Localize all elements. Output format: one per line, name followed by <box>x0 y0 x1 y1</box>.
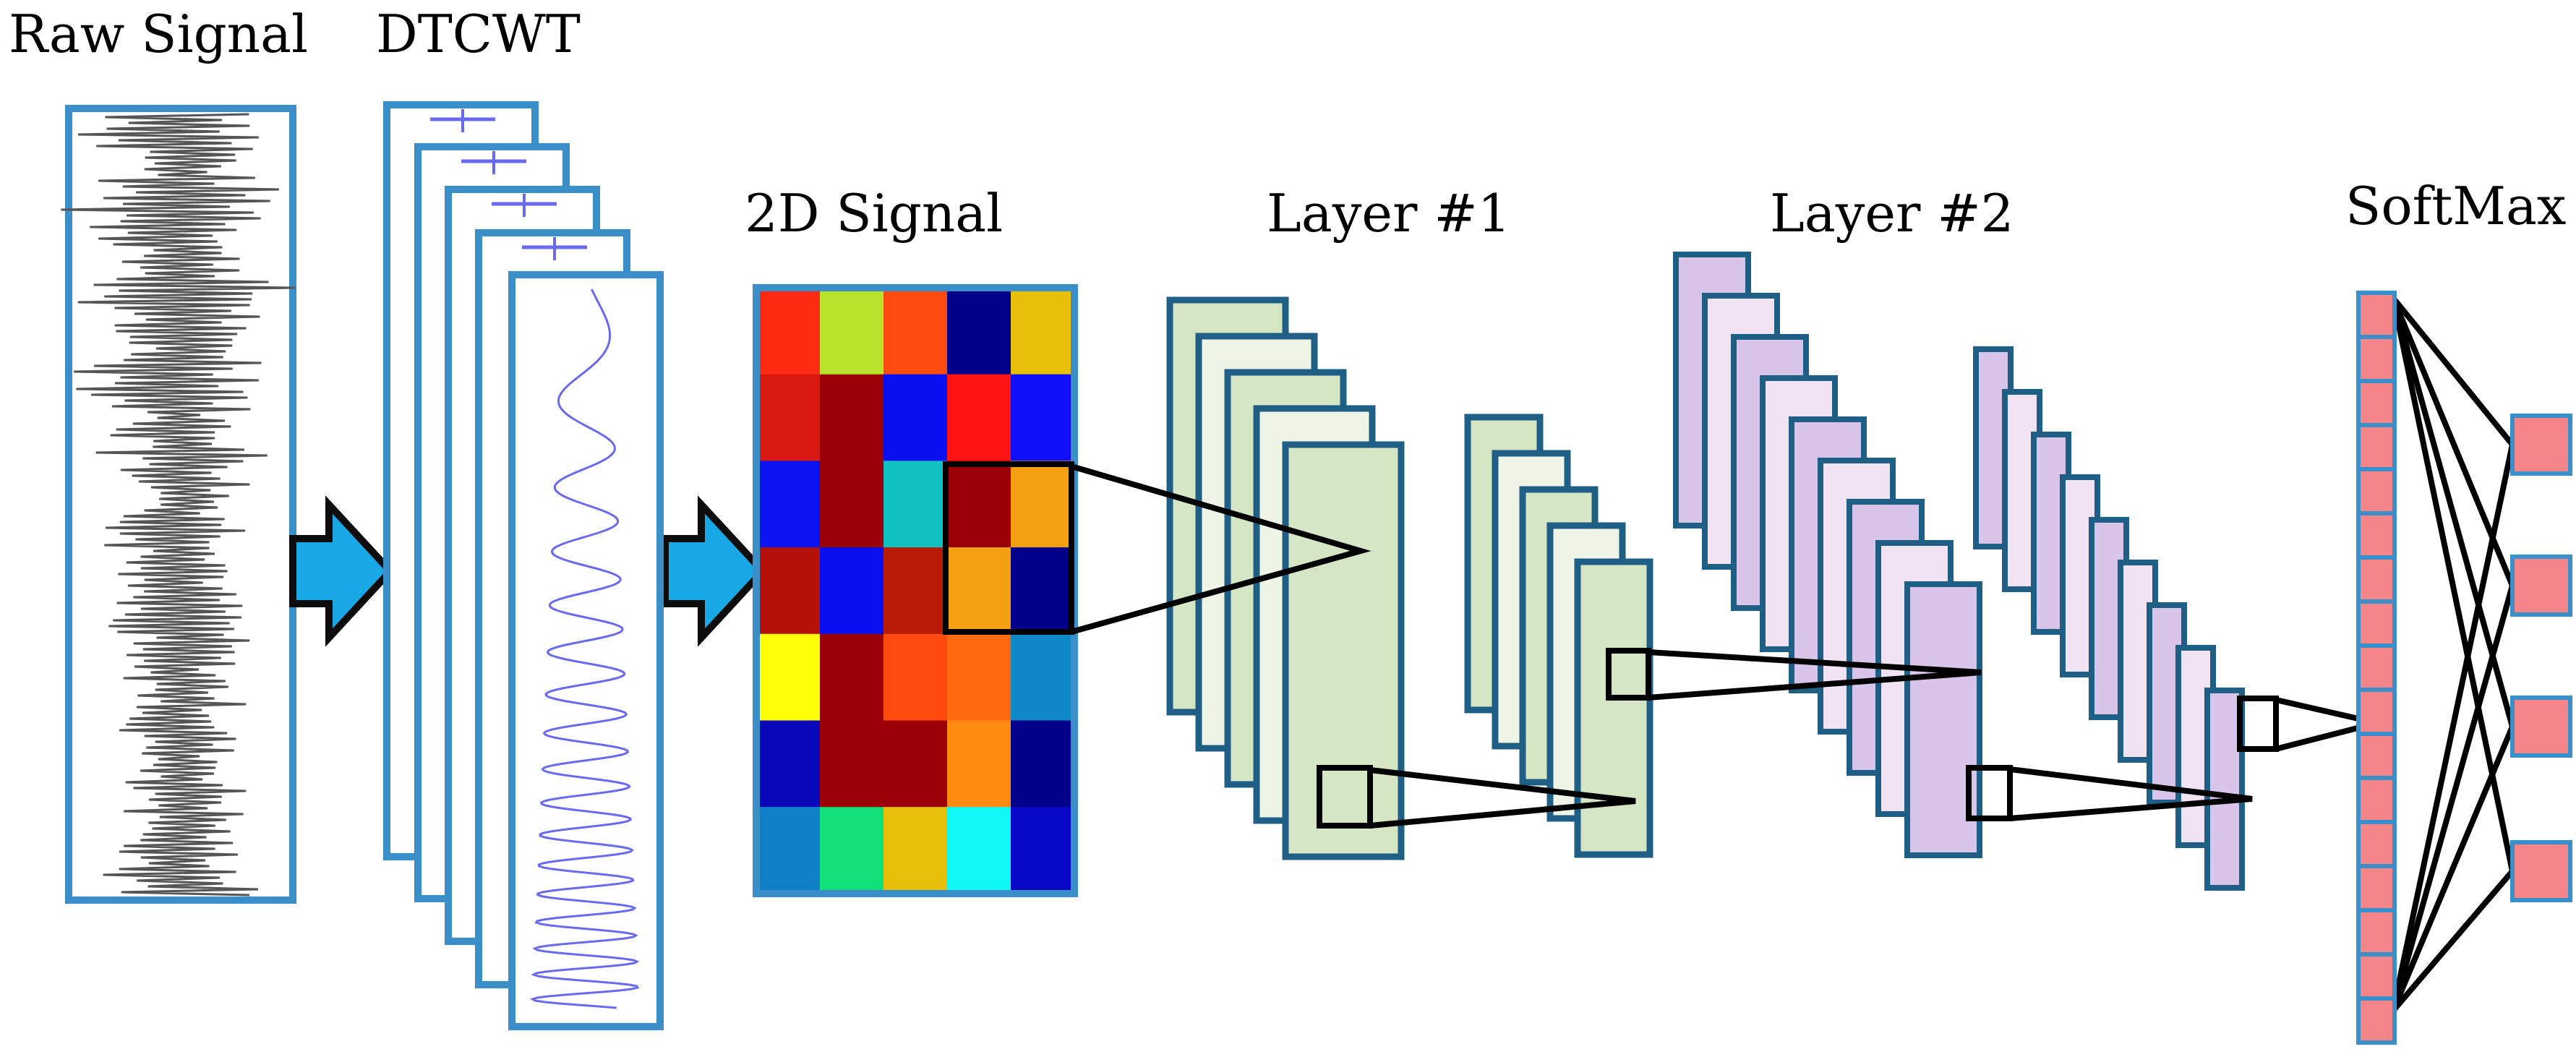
softmax-input-unit <box>2356 643 2397 692</box>
softmax-input-unit <box>2356 379 2397 427</box>
signal-2d-matrix <box>753 284 1078 897</box>
softmax-connection <box>2390 297 2515 872</box>
cone-layer1-to-pool <box>1369 767 1636 829</box>
matrix-cell <box>820 807 884 894</box>
matrix-cell <box>1011 720 1075 808</box>
matrix-cell <box>883 461 948 548</box>
layer1-pooled-maps <box>1464 414 1653 858</box>
matrix-cell <box>820 720 884 808</box>
matrix-cell <box>1011 461 1075 548</box>
matrix-cell <box>883 807 948 894</box>
matrix-cell <box>947 461 1011 548</box>
softmax-input-unit <box>2356 335 2397 383</box>
softmax-title: SoftMax <box>2345 176 2567 236</box>
softmax-output-units <box>2510 414 2572 902</box>
cone-layer2-to-pool <box>2009 766 2253 821</box>
softmax-output-unit <box>2510 696 2572 758</box>
raw-signal-waveform <box>61 113 296 896</box>
matrix-cell <box>756 807 821 894</box>
softmax-input-unit <box>2356 952 2397 1001</box>
matrix-cell <box>947 633 1011 721</box>
matrix-cell <box>820 633 884 721</box>
feature-map <box>1282 441 1405 860</box>
softmax-input-unit <box>2356 908 2397 957</box>
matrix-cell <box>820 374 884 461</box>
cone-matrix-to-layer1 <box>1070 463 1372 635</box>
softmax-output-unit <box>2510 840 2572 902</box>
softmax-connection <box>2390 725 2515 1012</box>
signal-2d-title: 2D Signal <box>745 183 1003 244</box>
matrix-cell <box>883 633 948 721</box>
layer2-feature-maps <box>1673 252 1982 858</box>
layer2-pooled-maps <box>1973 346 2245 891</box>
layer1-feature-maps <box>1166 296 1405 860</box>
cone-pool1-to-layer2 <box>1648 649 1982 701</box>
layer2-title: Layer #2 <box>1770 183 2014 244</box>
matrix-cell <box>947 720 1011 808</box>
matrix-cell <box>947 547 1011 635</box>
feature-map <box>1574 558 1653 858</box>
softmax-input-unit <box>2356 511 2397 560</box>
matrix-cell <box>883 288 948 375</box>
softmax-input-units <box>2356 291 2397 1045</box>
softmax-input-unit <box>2356 555 2397 604</box>
layer2-kernel-box <box>1966 765 2013 821</box>
softmax-output-unit <box>2510 414 2572 476</box>
matrix-cell <box>756 288 821 375</box>
softmax-layer <box>2356 291 2572 1045</box>
softmax-input-unit <box>2356 820 2397 868</box>
dtcwt-panel <box>508 271 664 1030</box>
pool2-kernel-box <box>2237 696 2279 752</box>
raw-signal-panel <box>61 105 296 904</box>
softmax-input-unit <box>2356 599 2397 648</box>
matrix-cell <box>1011 633 1075 721</box>
matrix-cell <box>1011 288 1075 375</box>
arrow-raw-to-dtcwt <box>289 495 395 647</box>
matrix-cell <box>883 547 948 635</box>
softmax-connection <box>2390 296 2515 728</box>
pool1-kernel-box <box>1606 648 1651 701</box>
matrix-cell <box>756 720 821 808</box>
matrix-cell <box>947 374 1011 461</box>
matrix-cell <box>883 720 948 808</box>
dtcwt-waveform <box>529 288 640 1009</box>
matrix-cell <box>1011 374 1075 461</box>
softmax-output-unit <box>2510 555 2572 617</box>
matrix-cell <box>756 633 821 721</box>
matrix-cell <box>820 288 884 375</box>
matrix-cell <box>756 374 821 461</box>
softmax-input-unit <box>2356 864 2397 912</box>
matrix-cell <box>1011 547 1075 635</box>
softmax-input-unit <box>2356 996 2397 1045</box>
matrix-cell <box>883 374 948 461</box>
matrix-cell <box>820 461 884 548</box>
layer1-title: Layer #1 <box>1267 183 1510 244</box>
matrix-cell <box>820 547 884 635</box>
matrix-kernel-box <box>943 461 1074 635</box>
softmax-input-unit <box>2356 291 2397 339</box>
feature-map <box>2204 688 2245 891</box>
softmax-connection <box>2390 584 2515 1012</box>
dtcwt-title: DTCWT <box>376 4 581 64</box>
matrix-cell <box>756 547 821 635</box>
dtcwt-panel-stack <box>383 101 664 1030</box>
arrow-dtcwt-to-2d <box>662 495 768 647</box>
softmax-connection <box>2390 296 2515 447</box>
softmax-input-unit <box>2356 732 2397 780</box>
softmax-input-unit <box>2356 688 2397 736</box>
layer1-kernel-box <box>1317 765 1373 829</box>
matrix-cell <box>947 807 1011 894</box>
softmax-input-unit <box>2356 423 2397 471</box>
softmax-input-unit <box>2356 467 2397 515</box>
raw-signal-title: Raw Signal <box>9 4 308 64</box>
softmax-connection <box>2390 444 2515 1011</box>
matrix-cell <box>947 288 1011 375</box>
softmax-input-unit <box>2356 776 2397 824</box>
matrix-cell <box>1011 807 1075 894</box>
matrix-cell <box>756 461 821 548</box>
softmax-connection <box>2390 869 2515 1013</box>
